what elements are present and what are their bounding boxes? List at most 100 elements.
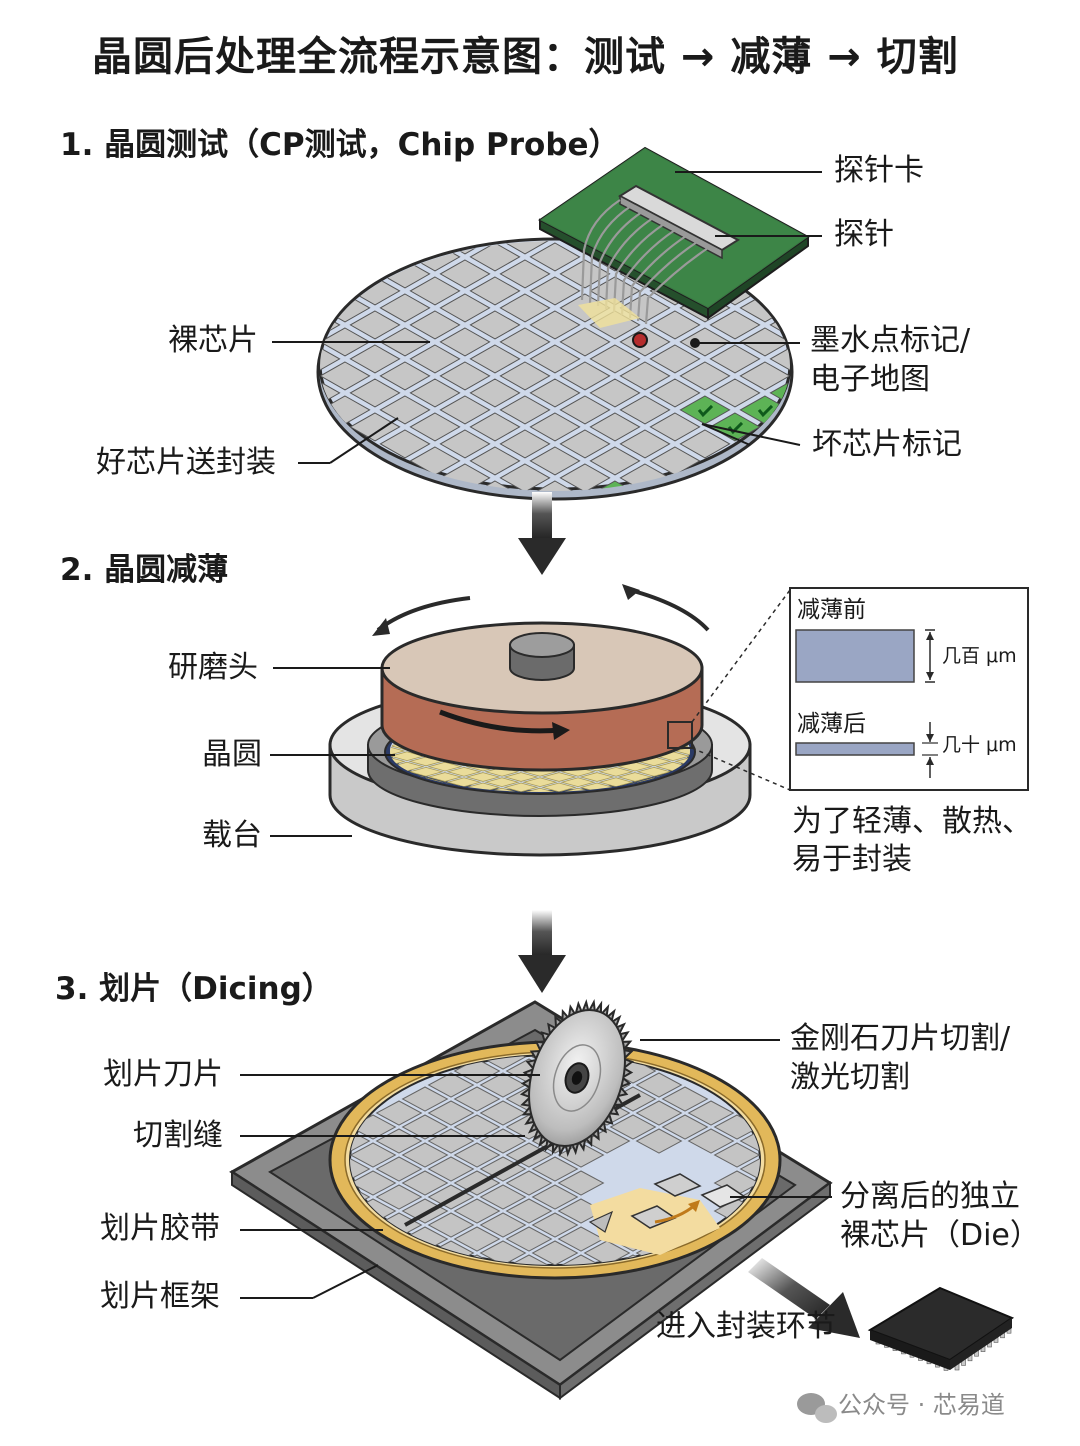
good-die bbox=[769, 378, 790, 408]
dicing-die bbox=[195, 1255, 240, 1279]
dicing-die bbox=[273, 1297, 318, 1321]
bare-die bbox=[1010, 447, 1059, 475]
bare-die bbox=[679, 429, 731, 459]
dicing-die bbox=[637, 1381, 682, 1405]
dicing-die bbox=[635, 1100, 683, 1126]
bare-die bbox=[770, 549, 819, 577]
bare-die bbox=[349, 310, 401, 340]
cross-icon bbox=[550, 592, 560, 602]
probe-needle bbox=[612, 223, 665, 313]
thinning-die bbox=[503, 772, 539, 782]
bare-die bbox=[589, 412, 641, 442]
dicing-die bbox=[531, 1240, 579, 1265]
dicing-die bbox=[299, 1311, 344, 1335]
label-good-die: 好芯片送封装 bbox=[96, 445, 276, 480]
bare-die bbox=[649, 412, 701, 442]
dicing-die bbox=[403, 1339, 448, 1363]
dicing-die bbox=[299, 1255, 344, 1279]
bare-die bbox=[529, 378, 581, 408]
dicing-die bbox=[273, 1269, 318, 1293]
bare-die bbox=[350, 549, 399, 577]
cross-icon bbox=[520, 575, 530, 585]
section-title-thinning: 2. 晶圆减薄 bbox=[60, 552, 229, 588]
dicing-die bbox=[609, 1114, 657, 1140]
good-die bbox=[650, 515, 699, 543]
thinning-die bbox=[408, 766, 444, 777]
bare-die bbox=[710, 549, 759, 577]
dicing-die bbox=[479, 1212, 527, 1238]
dicing-die bbox=[351, 1339, 396, 1363]
bare-die bbox=[499, 259, 551, 289]
dicing-die bbox=[453, 1198, 501, 1224]
good-die bbox=[740, 498, 789, 526]
bare-die bbox=[469, 344, 521, 374]
bad-die bbox=[410, 549, 459, 577]
label-diamond-2: 激光切割 bbox=[790, 1060, 910, 1095]
dicing-die bbox=[507, 1423, 552, 1446]
bare-die bbox=[50, 447, 99, 475]
bare-die bbox=[709, 344, 761, 374]
bare-die bbox=[110, 481, 159, 509]
dicing-die bbox=[247, 1283, 292, 1307]
bare-die bbox=[170, 481, 219, 509]
thinning-die bbox=[296, 757, 328, 766]
bare-die bbox=[590, 583, 639, 611]
bare-die bbox=[890, 481, 939, 509]
check-icon bbox=[757, 404, 774, 418]
bare-die bbox=[379, 429, 431, 459]
thinning-die bbox=[427, 772, 463, 782]
bare-die bbox=[379, 361, 431, 391]
bare-die bbox=[619, 463, 671, 491]
dicing-die bbox=[635, 1072, 683, 1098]
bare-die bbox=[320, 344, 341, 374]
page-title: 晶圆后处理全流程示意图：测试 → 减薄 → 切割 bbox=[92, 34, 959, 80]
dicing-die bbox=[585, 1409, 630, 1433]
cross-icon bbox=[370, 524, 380, 534]
separated-die bbox=[653, 1173, 702, 1197]
bare-die bbox=[260, 566, 309, 594]
bare-die bbox=[470, 209, 519, 237]
thinning-die bbox=[522, 787, 558, 792]
bare-die bbox=[439, 327, 491, 357]
watermark: 公众号 · 芯易道 bbox=[838, 1391, 1005, 1419]
bare-die bbox=[200, 362, 249, 390]
probe-needle bbox=[620, 229, 676, 316]
bare-die bbox=[440, 498, 489, 526]
bare-die bbox=[559, 259, 611, 289]
label-to-package: 进入封装环节 bbox=[656, 1309, 836, 1344]
dicing-die bbox=[793, 1241, 838, 1265]
bare-die bbox=[649, 310, 701, 340]
ink-dot-marker bbox=[690, 338, 700, 348]
bare-die bbox=[529, 480, 581, 491]
bare-die bbox=[560, 498, 609, 526]
dicing-die bbox=[611, 1423, 656, 1446]
bare-die bbox=[830, 515, 879, 543]
dicing-die bbox=[715, 1367, 760, 1391]
cross-icon bbox=[399, 472, 411, 484]
bare-die bbox=[890, 515, 939, 543]
bare-die bbox=[200, 396, 249, 424]
dicing-die bbox=[531, 1212, 579, 1238]
bare-die bbox=[650, 549, 699, 577]
dicing-die bbox=[377, 1353, 422, 1377]
dicing-die bbox=[923, 1255, 968, 1279]
rotation-arrow-left bbox=[376, 596, 471, 632]
bare-die bbox=[260, 498, 309, 526]
dicing-die bbox=[689, 1353, 734, 1377]
ink-dot bbox=[632, 332, 648, 348]
wechat-icon bbox=[797, 1393, 837, 1423]
bare-die bbox=[649, 378, 701, 408]
dicing-die bbox=[375, 1184, 423, 1210]
bare-die bbox=[470, 583, 519, 611]
dicing-die bbox=[401, 1142, 449, 1168]
bare-die bbox=[499, 361, 551, 391]
dicing-die bbox=[143, 1255, 188, 1279]
bare-die bbox=[260, 396, 309, 424]
dicing-die bbox=[533, 1437, 578, 1446]
label-wafer: 晶圆 bbox=[202, 737, 262, 772]
dicing-illustration bbox=[143, 999, 968, 1446]
thinning-die bbox=[617, 772, 653, 782]
check-icon bbox=[727, 421, 744, 435]
bare-die bbox=[529, 446, 581, 476]
